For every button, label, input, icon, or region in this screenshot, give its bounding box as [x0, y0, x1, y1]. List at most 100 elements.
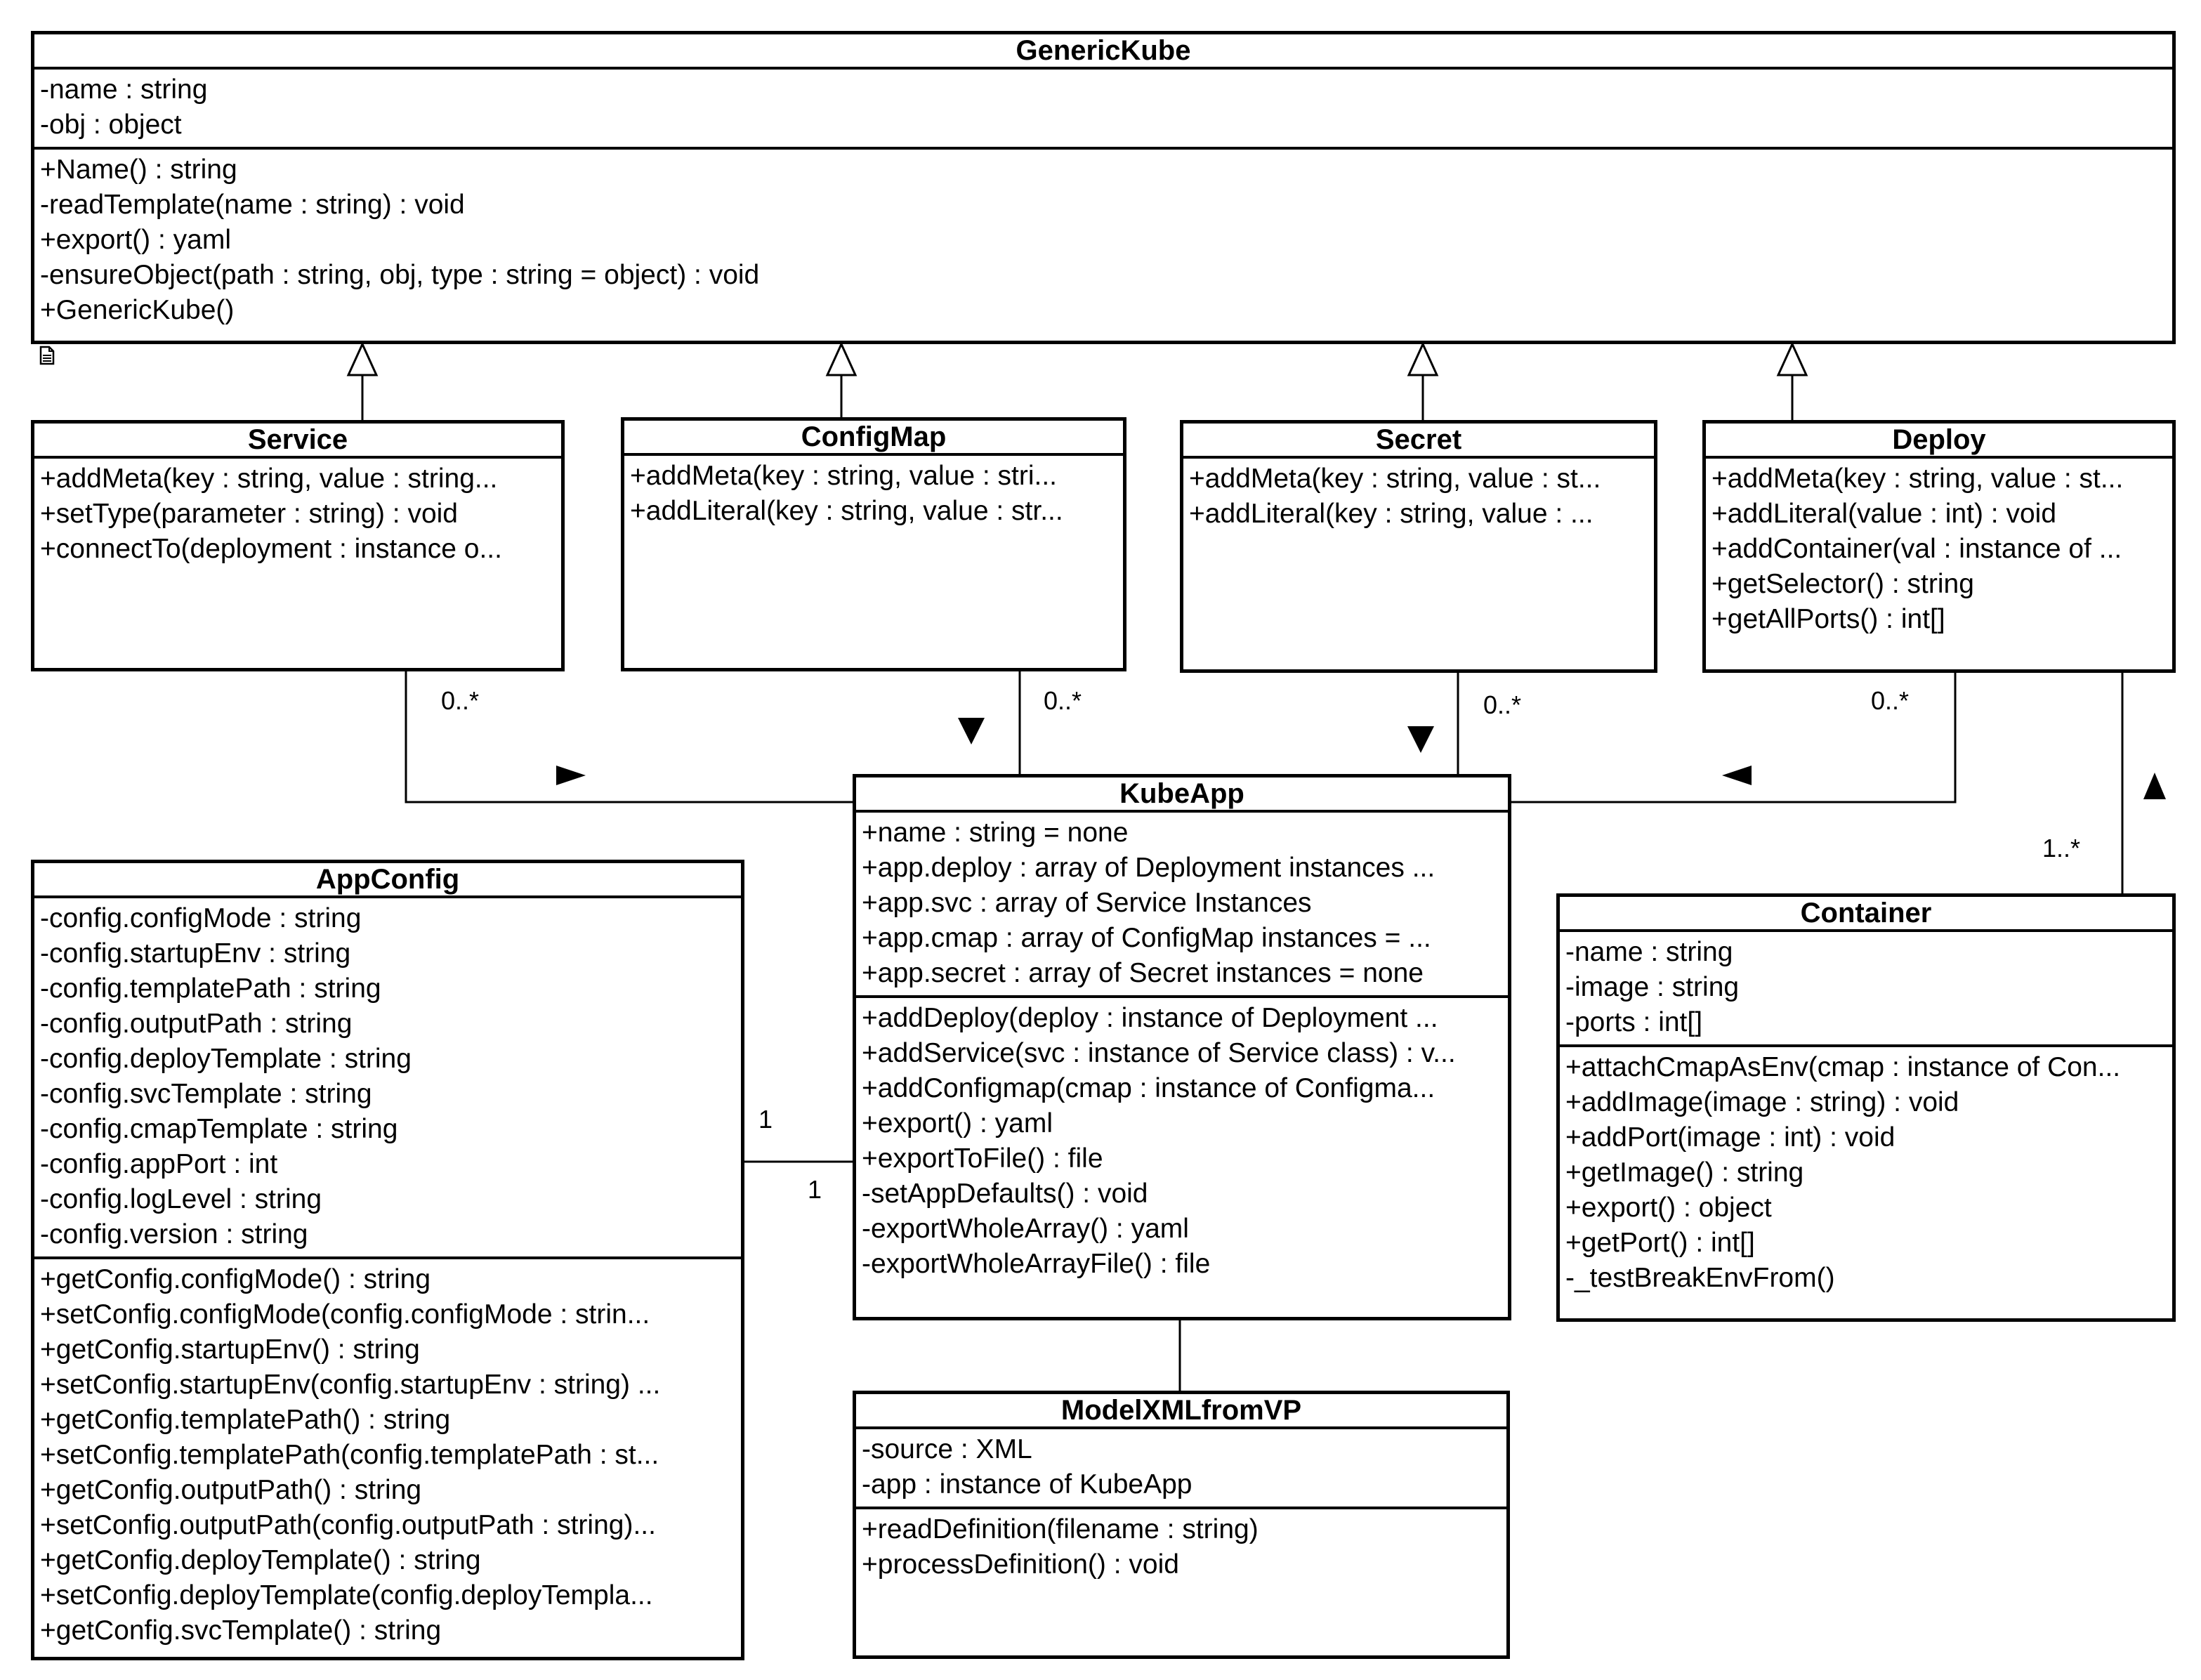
operation-row: +addMeta(key : string, value : string... — [40, 464, 498, 494]
attribute-row: +app.deploy : array of Deployment instan… — [862, 853, 1435, 883]
attribute-row: +app.cmap : array of ConfigMap instances… — [862, 923, 1431, 953]
attribute-row: -config.logLevel : string — [40, 1184, 322, 1214]
attributes-compartment: -name : string-image : string-ports : in… — [1560, 932, 2172, 1044]
inheritance-arrow-service — [346, 341, 379, 376]
operation-row: +setConfig.startupEnv(config.startupEnv … — [40, 1370, 661, 1400]
multiplicity-appconfig: 1 — [758, 1105, 773, 1134]
attributes-compartment: -source : XML-app : instance of KubeApp — [856, 1429, 1506, 1507]
class-deploy[interactable]: Deploy+addMeta(key : string, value : st.… — [1702, 420, 2176, 673]
operation-row: +attachCmapAsEnv(cmap : instance of Con.… — [1565, 1052, 2121, 1082]
operation-row: +addMeta(key : string, value : stri... — [630, 461, 1058, 491]
attribute-row: -config.svcTemplate : string — [40, 1079, 372, 1109]
operation-row: +connectTo(deployment : instance o... — [40, 534, 502, 564]
operations-compartment: +getConfig.configMode() : string +setConf… — [34, 1256, 741, 1653]
operation-row: -readTemplate(name : string) : void — [40, 190, 465, 220]
operation-row: +setConfig.deployTemplate(config.deployT… — [40, 1580, 653, 1610]
operation-row: -exportWholeArrayFile() : file — [862, 1249, 1211, 1279]
operation-row: +exportToFile() : file — [862, 1143, 1103, 1174]
association-service-kubeapp — [405, 671, 854, 803]
direction-arrow-up — [2143, 773, 2166, 799]
operations-compartment: +readDefinition(filename : string)+proce… — [856, 1507, 1506, 1587]
attribute-row: -config.outputPath : string — [40, 1009, 353, 1039]
document-icon — [39, 346, 55, 365]
attributes-compartment: +name : string = none +app.deploy : array… — [856, 813, 1508, 995]
operation-row: +GenericKube() — [40, 295, 235, 325]
operation-row: +addService(svc : instance of Service cl… — [862, 1038, 1456, 1068]
multiplicity-service: 0..* — [441, 686, 480, 715]
operation-row: +getAllPorts() : int[] — [1711, 604, 1945, 634]
multiplicity-container: 1..* — [2042, 834, 2081, 862]
direction-arrow-right — [556, 766, 586, 785]
class-container[interactable]: Container-name : string-image : string-p… — [1556, 893, 2176, 1322]
attribute-row: +name : string = none — [862, 818, 1129, 848]
attribute-row: +app.svc : array of Service Instances — [862, 888, 1312, 918]
operation-row: +getConfig.outputPath() : string — [40, 1475, 422, 1505]
class-generickube[interactable]: GenericKube-name : string-obj : object+N… — [31, 31, 2176, 344]
inheritance-arrow-configmap — [825, 341, 858, 376]
attribute-row: -config.startupEnv : string — [40, 938, 351, 969]
operation-row: +setConfig.outputPath(config.outputPath … — [40, 1510, 656, 1540]
operations-compartment: +Name() : string -readTemplate(name : str… — [34, 147, 2172, 332]
attribute-row: -name : string — [40, 74, 208, 105]
class-name: Deploy — [1706, 424, 2172, 459]
association-deploy-kubeapp — [1510, 671, 1957, 803]
operations-compartment: +addMeta(key : string, value : stri...+a… — [624, 456, 1123, 533]
direction-arrow-down-left — [958, 718, 985, 744]
attributes-compartment: -name : string-obj : object — [34, 70, 2172, 147]
operation-row: +getConfig.deployTemplate() : string — [40, 1545, 481, 1575]
operation-row: +addContainer(val : instance of ... — [1711, 534, 2122, 564]
attribute-row: -config.cmapTemplate : string — [40, 1114, 398, 1144]
operation-row: +addConfigmap(cmap : instance of Configm… — [862, 1073, 1435, 1103]
inheritance-arrow-secret — [1407, 341, 1439, 376]
operation-row: +export() : yaml — [40, 225, 231, 255]
attribute-row: -config.version : string — [40, 1219, 308, 1249]
operation-row: +addLiteral(key : string, value : ... — [1189, 499, 1594, 529]
operation-row: -ensureObject(path : string, obj, type :… — [40, 260, 760, 290]
attributes-compartment: -config.configMode : string -config.start… — [34, 898, 741, 1256]
operation-row: +addImage(image : string) : void — [1565, 1087, 1959, 1117]
multiplicity-deploy: 0..* — [1871, 686, 1910, 715]
operations-compartment: +addDeploy(deploy : instance of Deployme… — [856, 995, 1508, 1286]
attribute-row: -config.templatePath : string — [40, 973, 381, 1004]
attribute-row: -config.configMode : string — [40, 903, 362, 933]
class-name: Service — [34, 424, 561, 459]
class-name: GenericKube — [34, 34, 2172, 70]
operation-row: +getConfig.configMode() : string — [40, 1264, 431, 1294]
operation-row: +addMeta(key : string, value : st... — [1711, 464, 2124, 494]
direction-arrow-down-right — [1407, 726, 1434, 753]
operation-row: +getConfig.templatePath() : string — [40, 1405, 451, 1435]
operation-row: -setAppDefaults() : void — [862, 1179, 1148, 1209]
operations-compartment: +addMeta(key : string, value : st... +add… — [1706, 459, 2172, 641]
operation-row: -exportWholeArray() : yaml — [862, 1214, 1189, 1244]
attribute-row: +app.secret : array of Secret instances … — [862, 958, 1424, 988]
attribute-row: -source : XML — [862, 1434, 1032, 1464]
attribute-row: -config.deployTemplate : string — [40, 1044, 412, 1074]
class-name: ModelXMLfromVP — [856, 1394, 1506, 1429]
class-kubeapp[interactable]: KubeApp+name : string = none+app.deploy … — [853, 774, 1511, 1320]
class-secret[interactable]: Secret+addMeta(key : string, value : st.… — [1180, 420, 1657, 673]
inheritance-arrow-deploy — [1776, 341, 1808, 376]
operation-row: +setType(parameter : string) : void — [40, 499, 458, 529]
operation-row: +setConfig.configMode(config.configMode … — [40, 1299, 650, 1330]
operation-row: +addLiteral(value : int) : void — [1711, 499, 2057, 529]
operations-compartment: +addMeta(key : string, value : string...… — [34, 459, 561, 571]
operation-row: +getImage() : string — [1565, 1157, 1804, 1188]
operation-row: +addDeploy(deploy : instance of Deployme… — [862, 1003, 1438, 1033]
operation-row: +export() : object — [1565, 1193, 1772, 1223]
operation-row: +addPort(image : int) : void — [1565, 1122, 1896, 1153]
class-modelxmlfromvp[interactable]: ModelXMLfromVP-source : XML-app : instan… — [853, 1391, 1510, 1659]
direction-arrow-left — [1722, 766, 1752, 785]
operation-row: +getConfig.svcTemplate() : string — [40, 1615, 442, 1646]
operation-row: +getPort() : int[] — [1565, 1228, 1755, 1258]
class-appconfig[interactable]: AppConfig-config.configMode : string-con… — [31, 860, 744, 1660]
attribute-row: -config.appPort : int — [40, 1149, 278, 1179]
attribute-row: -ports : int[] — [1565, 1007, 1703, 1037]
operation-row: +processDefinition() : void — [862, 1549, 1179, 1580]
class-service[interactable]: Service+addMeta(key : string, value : st… — [31, 420, 565, 671]
class-configmap[interactable]: ConfigMap+addMeta(key : string, value : … — [621, 417, 1126, 671]
class-name: AppConfig — [34, 863, 741, 898]
operation-row: +getConfig.startupEnv() : string — [40, 1334, 420, 1365]
operation-row: +Name() : string — [40, 155, 237, 185]
operations-compartment: +addMeta(key : string, value : st...+add… — [1183, 459, 1654, 536]
